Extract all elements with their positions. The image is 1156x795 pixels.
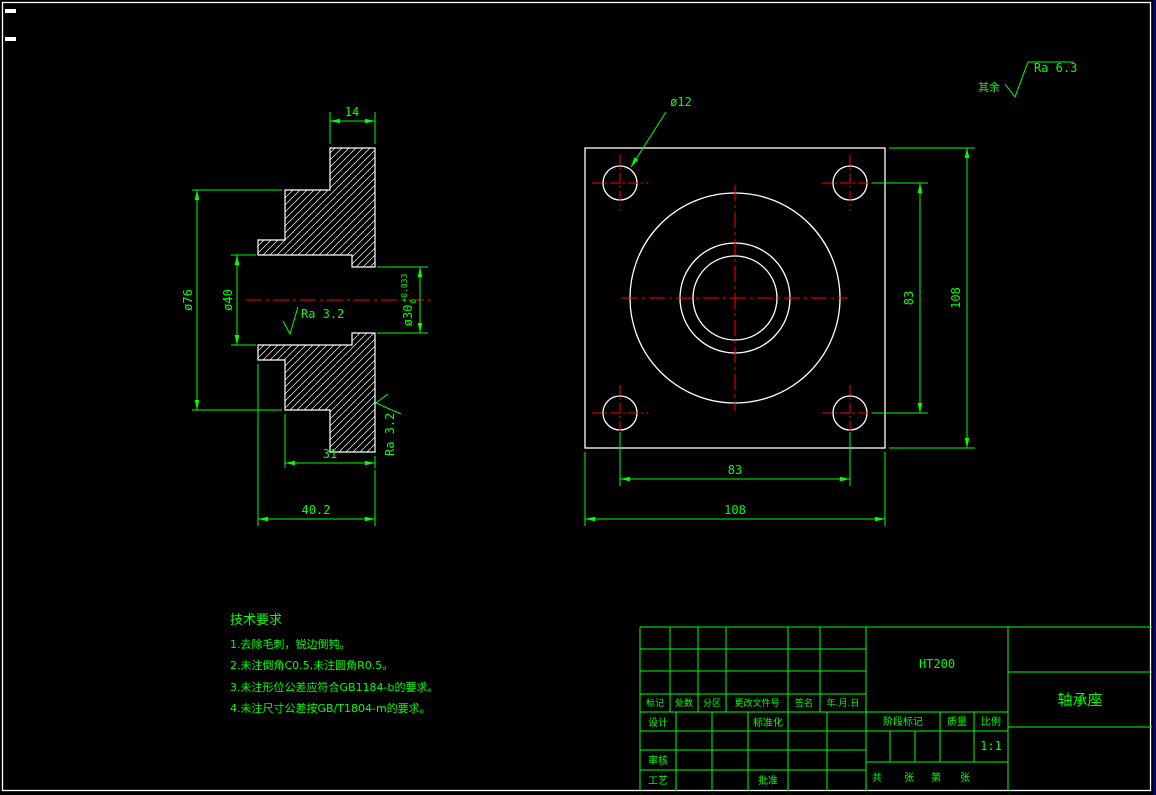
- role-process: 工艺: [648, 775, 668, 787]
- section-view: 14 ø76 ø40 ø30+0.0330 Ra 3.2: [181, 105, 432, 526]
- dim-text-31: 31: [323, 447, 337, 461]
- sheet-total-label: 共: [872, 772, 882, 784]
- sheet-no-label: 第: [931, 771, 941, 784]
- flange-plate-outline: [584, 147, 886, 449]
- roughness-symbol-icon: [1004, 61, 1074, 99]
- dim-corner-hole: ø12: [630, 95, 692, 168]
- dim-text-d40: ø40: [221, 289, 235, 311]
- dim-plate-height: 108: [889, 147, 975, 449]
- rev-col-docno: 更改文件号: [734, 697, 779, 709]
- fold-mark: [5, 37, 16, 41]
- roughness-face-text: Ra 3.2: [383, 413, 397, 456]
- technical-requirements: 技术要求 1.去除毛刺，锐边倒钝。 2.未注倒角C0.5,未注圆角R0.5。 3…: [230, 613, 439, 715]
- tech-req-title: 技术要求: [230, 613, 282, 628]
- fold-mark: [5, 9, 16, 13]
- dim-hole-spacing-vertical: 83: [872, 182, 928, 414]
- section-upper-half: [257, 147, 376, 268]
- dim-boss-diameter: ø76: [181, 189, 282, 411]
- dim-hole-spacing-horizontal: 83: [619, 432, 851, 486]
- tech-req-item: 3.未注形位公差应符合GB1184-b的要求。: [230, 680, 439, 694]
- centerlines: [592, 155, 878, 441]
- dim-text-v108: 108: [949, 287, 963, 309]
- roughness-bore: Ra 3.2: [282, 306, 344, 336]
- tech-req-item: 2.未注倒角C0.5,未注圆角R0.5。: [230, 658, 393, 672]
- section-outline-hatched: [257, 147, 376, 453]
- section-lower-half: [257, 332, 376, 453]
- dim-plate-width: 108: [584, 452, 886, 526]
- tech-req-item: 1.去除毛刺，锐边倒钝。: [230, 637, 351, 651]
- sheet-unit1: 张: [904, 772, 914, 784]
- dim-text-h108: 108: [724, 503, 746, 517]
- roughness-bore-text: Ra 3.2: [301, 307, 344, 321]
- rev-col-mark: 标记: [646, 697, 664, 709]
- dim-text-h83: 83: [728, 463, 742, 477]
- dim-total-length: 40.2: [257, 364, 376, 526]
- rev-col-zone: 分区: [703, 698, 721, 709]
- dim-text-d30: ø30+0.0330: [400, 274, 418, 327]
- dim-bore30-diameter: ø30+0.0330: [377, 266, 428, 334]
- role-check: 审核: [648, 754, 668, 767]
- sheet-unit2: 张: [960, 772, 970, 784]
- scale-value: 1:1: [980, 739, 1002, 753]
- tech-req-item: 4.未注尺寸公差按GB/T1804-m的要求。: [230, 701, 431, 715]
- scale-label: 比例: [981, 715, 1001, 728]
- stage-mark-label: 阶段标记: [883, 715, 923, 728]
- roughness-face: Ra 3.2: [375, 393, 402, 456]
- surface-note-label: 其余: [978, 80, 1000, 94]
- role-approve: 批准: [758, 774, 778, 787]
- dim-text-14: 14: [345, 105, 359, 119]
- surface-roughness-note: 其余 Ra 6.3: [978, 61, 1077, 99]
- title-block-grid: [639, 626, 1152, 791]
- dim-text-v83: 83: [902, 291, 916, 305]
- rev-col-count: 处数: [675, 697, 693, 709]
- dim-bore40-diameter: ø40: [221, 254, 256, 346]
- role-standardize: 标准化: [753, 716, 783, 729]
- title-block-part-name: 轴承座: [1057, 691, 1102, 709]
- mass-label: 质量: [947, 716, 967, 728]
- role-design: 设计: [648, 716, 668, 729]
- title-block: 标记 处数 分区 更改文件号 签名 年.月.日 设计 标准化 审核 工艺 批准 …: [639, 626, 1152, 791]
- front-view: ø12 83 108 83 108: [584, 95, 975, 526]
- dim-text-40-2: 40.2: [302, 503, 331, 517]
- rev-col-date: 年.月.日: [827, 697, 860, 709]
- rev-col-sign: 签名: [795, 697, 813, 709]
- dim-text-d76: ø76: [181, 289, 195, 311]
- dim-boss-length: 31: [284, 414, 376, 468]
- dim-text-d12: ø12: [670, 95, 692, 109]
- surface-note-value: Ra 6.3: [1034, 61, 1077, 75]
- dim-flange-thickness: 14: [329, 105, 376, 144]
- title-block-material: HT200: [919, 657, 955, 671]
- edge-strip: [1153, 0, 1156, 795]
